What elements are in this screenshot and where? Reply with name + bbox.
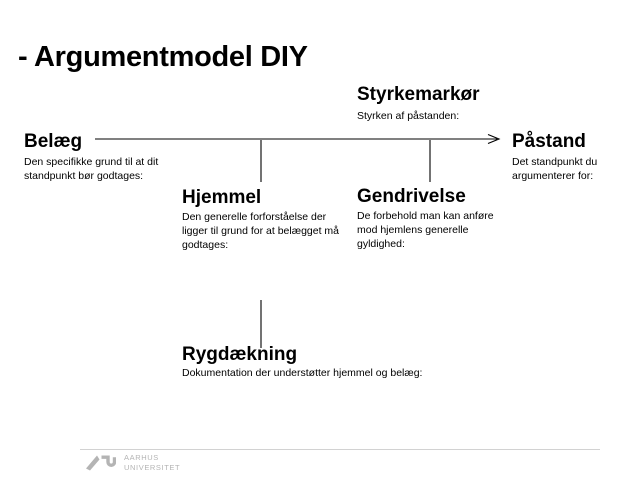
node-rygdaekning-heading: Rygdækning [182,344,298,365]
au-logo-line2: UNIVERSITET [124,462,181,472]
node-styrkemarkor-description: Styrken af påstanden: [357,110,460,123]
node-belaeg-heading: Belæg [24,131,83,152]
footer-divider [80,449,600,450]
node-hjemmel-heading: Hjemmel [182,187,262,208]
arrowhead-icon [487,133,501,145]
aarhus-universitet-logo: AARHUS UNIVERSITET [86,453,180,473]
node-belaeg[interactable]: Belæg Den specifikke grund til at dit st… [24,131,194,184]
node-paastand-heading: Påstand [512,131,586,152]
node-paastand-description: Det standpunkt du argumenterer for: [512,156,598,183]
node-rygdaekning[interactable]: Rygdækning Dokumentation der understøtte… [182,344,492,381]
node-paastand[interactable]: Påstand Det standpunkt du argumenterer f… [512,131,638,184]
node-styrkemarkor-heading: Styrkemarkør [357,84,480,105]
au-logo-wordmark: AARHUS UNIVERSITET [124,453,180,473]
node-gendrivelse-description: De forbehold man kan anføre mod hjemlens… [357,210,494,251]
au-logo-line1: AARHUS [124,453,159,462]
node-styrkemarkor[interactable]: Styrkemarkør Styrken af påstanden: [357,84,537,124]
node-gendrivelse[interactable]: Gendrivelse De forbehold man kan anføre … [357,186,507,252]
node-rygdaekning-description: Dokumentation der understøtter hjemmel o… [182,367,423,380]
node-gendrivelse-heading: Gendrivelse [357,186,466,207]
node-belaeg-description: Den specifikke grund til at dit standpun… [24,156,159,183]
node-hjemmel-description: Den generelle forforståelse der ligger t… [182,211,340,252]
page-title: - Argumentmodel DIY [18,41,308,73]
au-logo-icon [86,455,116,471]
node-hjemmel[interactable]: Hjemmel Den generelle forforståelse der … [182,187,342,253]
